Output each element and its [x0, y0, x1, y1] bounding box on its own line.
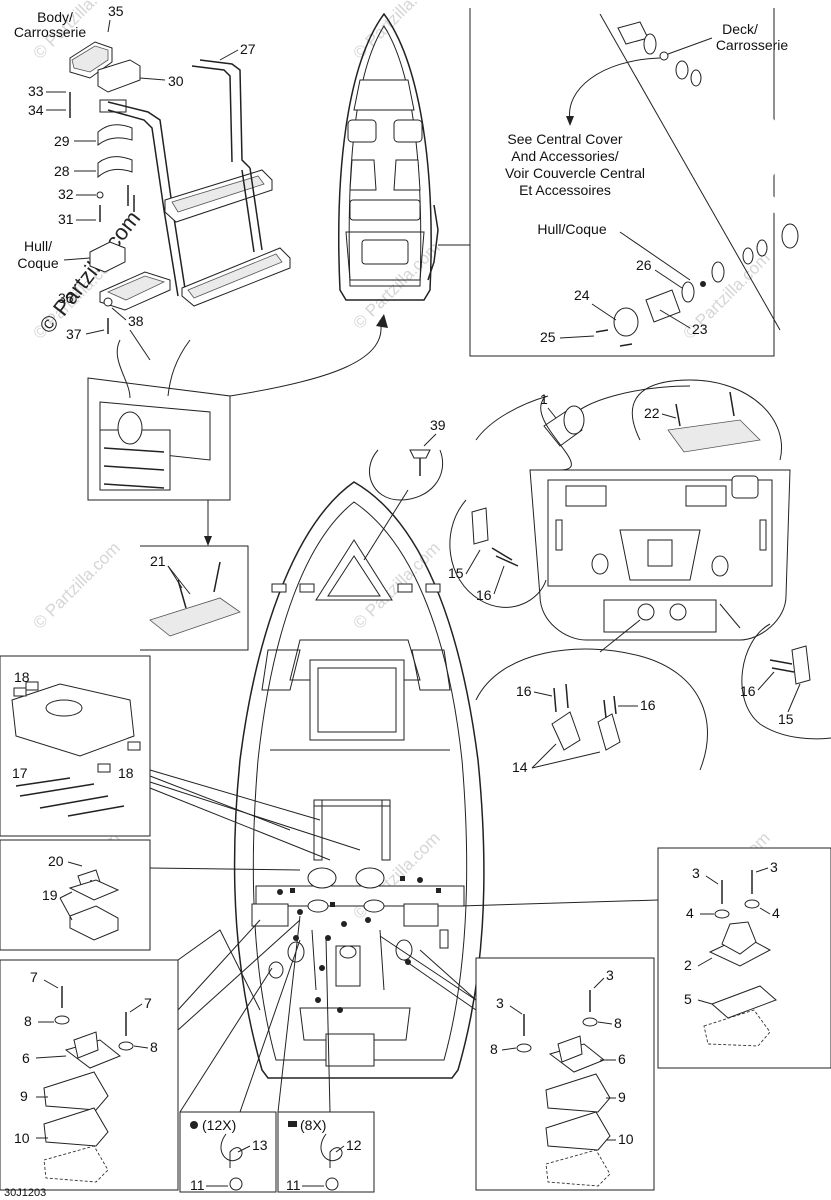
- clamp-boxes: (12X) (8X) 13 12 11 11: [179, 1111, 375, 1193]
- part-number: 3: [692, 865, 700, 881]
- spacer-box: 20 19: [0, 839, 301, 951]
- part-number: 22: [644, 405, 660, 421]
- part-number: 39: [430, 417, 446, 433]
- part-number: 8: [490, 1041, 498, 1057]
- part-number: 34: [28, 102, 44, 118]
- part-number: 6: [22, 1050, 30, 1066]
- part-number: 25: [540, 329, 556, 345]
- part-number: 38: [128, 313, 144, 329]
- qty-12x: (12X): [202, 1117, 236, 1133]
- filler-assembly: [469, 8, 806, 357]
- part-number: 15: [778, 711, 794, 727]
- ladder-assembly: [69, 41, 291, 361]
- part-number: 33: [28, 83, 44, 99]
- part-number: 16: [476, 587, 492, 603]
- callout-deck: Carrosserie: [716, 37, 789, 53]
- stern-compartment: 1 22: [475, 379, 791, 641]
- callout-see-central: See Central Cover: [507, 131, 623, 147]
- part-number: 9: [618, 1089, 626, 1105]
- part-number: 28: [54, 163, 70, 179]
- callout-see-central: Voir Couvercle Central: [505, 165, 645, 181]
- part-number: 27: [240, 41, 256, 57]
- hull-main-view: [233, 481, 485, 1079]
- part-number: 10: [618, 1131, 634, 1147]
- callout-see-central: Et Accessoires: [519, 182, 611, 198]
- part-number: 8: [24, 1013, 32, 1029]
- callout-body: Carrosserie: [14, 24, 87, 40]
- part-number: 32: [58, 186, 74, 202]
- part-number: 3: [606, 967, 614, 983]
- part-14-16-detail: 16 16 14: [475, 619, 708, 775]
- part-15-16-detail-b: 16 15: [719, 603, 831, 740]
- part-39-detail: 39: [363, 417, 446, 561]
- part-number: 12: [346, 1137, 362, 1153]
- part-number: 8: [150, 1039, 158, 1055]
- part-number: 8: [614, 1015, 622, 1031]
- part-number: 26: [636, 257, 652, 273]
- part-number: 7: [30, 969, 38, 985]
- part-number: 11: [286, 1177, 301, 1193]
- part-number: 4: [686, 905, 694, 921]
- part-number: 24: [574, 287, 590, 303]
- part-number: 7: [144, 995, 152, 1011]
- boat-top-view: [338, 12, 470, 301]
- callout-deck: Deck/: [722, 21, 758, 37]
- drain-box-right: 3 3 8 8 6 9 10: [419, 949, 655, 1191]
- part-number: 35: [108, 3, 124, 19]
- callout-hull: Hull/: [24, 238, 52, 254]
- part-number: 5: [684, 991, 692, 1007]
- part-number: 36: [58, 290, 74, 306]
- drain-box-left: 7 7 8 8 6 9 10: [0, 929, 261, 1191]
- part-number: 3: [496, 995, 504, 1011]
- part-number: 31: [58, 211, 74, 227]
- part-number: 18: [14, 669, 30, 685]
- ladder-labels: Body/ Carrosserie 35 27 30 33 34 29 28 3…: [14, 3, 256, 342]
- watermark-text: © Partzilla.com: [29, 538, 123, 632]
- part-number: 4: [772, 905, 780, 921]
- part-number: 11: [190, 1177, 205, 1193]
- part-number: 6: [618, 1051, 626, 1067]
- part-number: 30: [168, 73, 184, 89]
- callout-hull: Coque: [17, 255, 58, 271]
- part-number: 19: [42, 887, 58, 903]
- part-number: 18: [118, 765, 134, 781]
- part-number: 37: [66, 326, 82, 342]
- part-number: 16: [740, 683, 756, 699]
- qty-8x: (8X): [300, 1117, 326, 1133]
- callout-see-central: And Accessories/: [511, 148, 618, 164]
- callout-hull-right: Hull/Coque: [537, 221, 606, 237]
- figure-code: 30J1203: [4, 1187, 46, 1199]
- part-number: 23: [692, 321, 708, 337]
- part-number: 29: [54, 133, 70, 149]
- part-number: 20: [48, 853, 64, 869]
- part-number: 15: [448, 565, 464, 581]
- part-number: 3: [770, 859, 778, 875]
- part-number: 16: [640, 697, 656, 713]
- part-number: 14: [512, 759, 528, 775]
- part-number: 9: [20, 1088, 28, 1104]
- callout-body: Body/: [37, 9, 73, 25]
- part-number: 21: [150, 553, 166, 569]
- part-number: 2: [684, 957, 692, 973]
- thru-hull-box: 3 3 4 4 2 5: [459, 847, 831, 1069]
- part-15-16-detail-a: 15 16: [448, 499, 547, 608]
- filler-labels: Deck/ Carrosserie See Central Cover And …: [505, 21, 788, 345]
- part-number: 13: [252, 1137, 268, 1153]
- part-number: 10: [14, 1130, 30, 1146]
- ladder-detail: 21: [87, 314, 388, 651]
- pads-box: 18 18 17: [0, 655, 361, 861]
- part-number: 17: [12, 765, 28, 781]
- part-number: 16: [516, 683, 532, 699]
- leader-lines: [177, 915, 477, 1113]
